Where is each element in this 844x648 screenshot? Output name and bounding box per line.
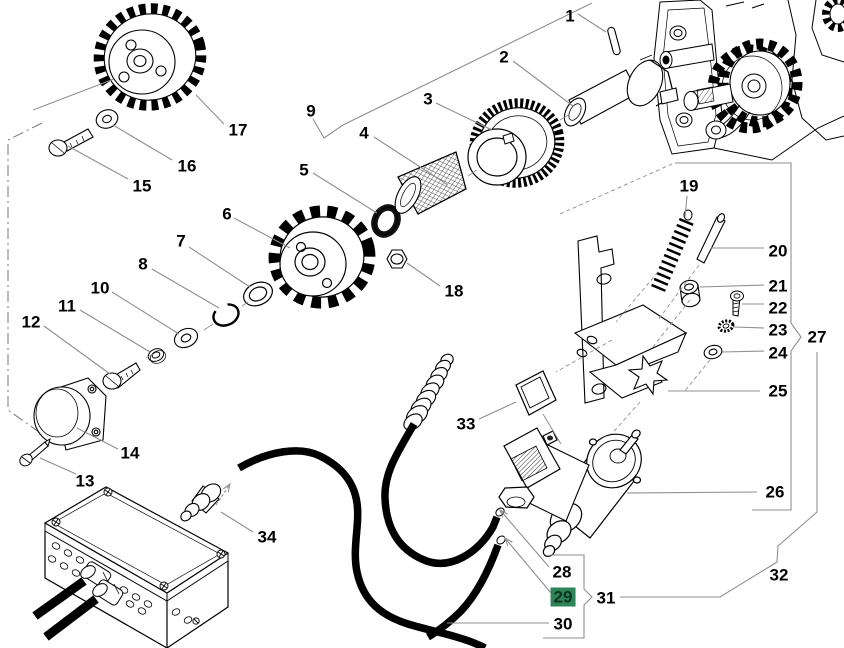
callout-6[interactable]: 6: [222, 204, 232, 224]
callout-4[interactable]: 4: [359, 123, 369, 143]
callout-21[interactable]: 21: [768, 276, 788, 296]
short-cable: [426, 543, 502, 641]
bracket-31: [543, 554, 593, 639]
pin-1: [607, 26, 621, 56]
callout-29-selected[interactable]: 29: [550, 587, 576, 607]
engine-block-drawing: [653, 0, 844, 161]
washer-7: [243, 281, 273, 307]
callout-24[interactable]: 24: [768, 343, 788, 363]
cover-14: [33, 377, 107, 451]
callout-27[interactable]: 27: [807, 327, 827, 347]
callout-16[interactable]: 16: [177, 156, 197, 176]
bracket-plate-25: [573, 304, 688, 399]
ring-11: [147, 348, 167, 364]
sleeve-4: [394, 151, 467, 215]
screw-22: [730, 290, 744, 317]
callout-3[interactable]: 3: [423, 89, 433, 109]
sensor-cable: [381, 422, 501, 568]
callout-18[interactable]: 18: [444, 281, 464, 301]
callout-11[interactable]: 11: [58, 296, 76, 316]
connector-28: [498, 427, 561, 509]
callout-34[interactable]: 34: [257, 527, 277, 547]
gasket-33: [515, 370, 557, 416]
bracket-27: [675, 162, 802, 511]
seal-ring-5: [371, 204, 401, 238]
callout-15[interactable]: 15: [132, 176, 152, 196]
washer-24: [703, 344, 723, 360]
callout-17[interactable]: 17: [228, 120, 248, 140]
callout-33[interactable]: 33: [456, 414, 476, 434]
callout-13[interactable]: 13: [75, 471, 95, 491]
arrow-leaders: [215, 484, 552, 594]
callout-23[interactable]: 23: [768, 320, 788, 340]
coupler-2: [563, 54, 679, 127]
box-cables: [32, 577, 99, 641]
washer-10: [173, 327, 199, 349]
lock-washer-23: [717, 319, 735, 333]
bolt-12: [102, 362, 141, 390]
threaded-sensor: [403, 353, 454, 431]
control-box: [43, 486, 230, 648]
callout-7[interactable]: 7: [176, 231, 186, 251]
callout-28[interactable]: 28: [552, 562, 572, 582]
chain-border-line: [7, 122, 47, 438]
cable-end-tip-2: [496, 535, 506, 545]
gear-17: [93, 3, 207, 111]
group-brackets: [543, 162, 818, 639]
pin-20: [696, 213, 726, 264]
bracket-bar: [577, 235, 615, 404]
callout-30[interactable]: 30: [553, 614, 573, 634]
callout-20[interactable]: 20: [768, 241, 788, 261]
spring-19: [651, 209, 694, 292]
callout-5[interactable]: 5: [299, 160, 309, 180]
assembly-dashed-lines: [555, 163, 711, 439]
gear-6: [268, 205, 376, 309]
callout-32[interactable]: 32: [769, 565, 789, 585]
callout-9[interactable]: 9: [306, 101, 316, 121]
callout-10[interactable]: 10: [90, 278, 110, 298]
callout-2[interactable]: 2: [499, 47, 509, 67]
axis-line-17: [32, 78, 115, 111]
callout-19[interactable]: 19: [679, 176, 699, 196]
callout-14[interactable]: 14: [120, 443, 140, 463]
cables: [237, 422, 502, 648]
callout-25[interactable]: 25: [768, 381, 788, 401]
callout-1[interactable]: 1: [565, 6, 575, 26]
lid-screws: [51, 487, 226, 625]
cable-glands: [80, 561, 124, 606]
callout-8[interactable]: 8: [138, 254, 148, 274]
callout-22[interactable]: 22: [768, 298, 788, 318]
gland-34: [180, 483, 222, 522]
gear-3: [467, 98, 565, 188]
link-31-32-27: [620, 352, 818, 598]
vent-holes: [47, 542, 193, 624]
bolt-15: [48, 128, 94, 157]
callout-12[interactable]: 12: [21, 312, 41, 332]
bushing-21: [679, 279, 701, 308]
callout-26[interactable]: 26: [765, 482, 785, 502]
snap-ring-8: [212, 303, 240, 327]
gland-cable: [237, 447, 487, 648]
axis-hint-lines: [145, 113, 571, 359]
screw-13: [19, 437, 51, 467]
washer-16: [95, 109, 119, 129]
gasket-position-line: [542, 413, 562, 445]
callout-31[interactable]: 31: [596, 588, 616, 608]
nut-18: [386, 249, 408, 269]
leader-lines: [39, 2, 765, 624]
cable-end-tip: [495, 507, 505, 517]
